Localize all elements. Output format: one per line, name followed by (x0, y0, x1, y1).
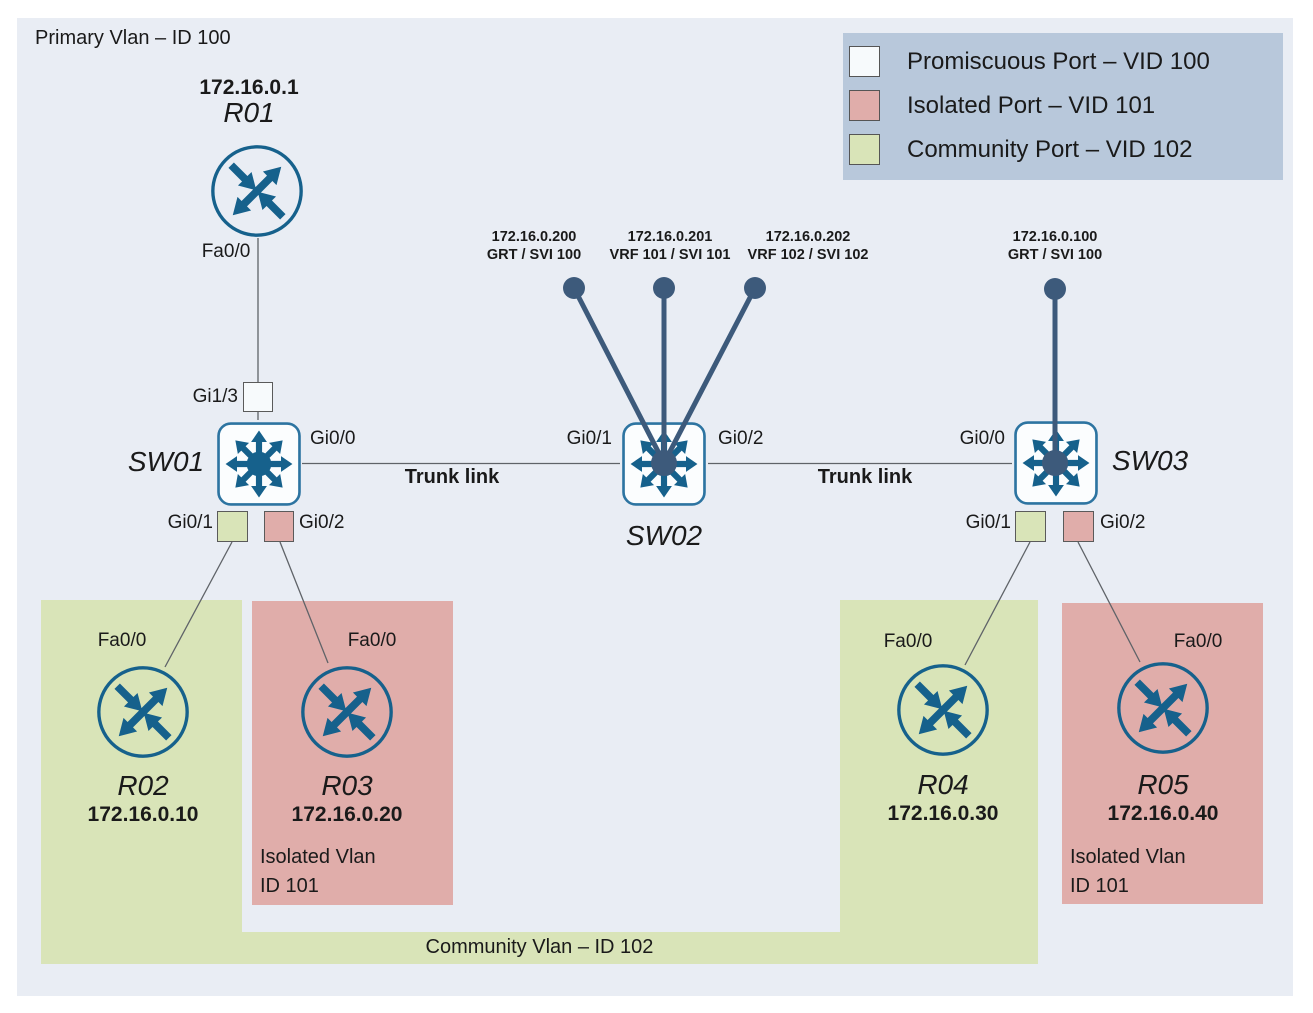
r01-ip: 172.16.0.1 (199, 76, 299, 99)
r03-interface-label: Fa0/0 (347, 630, 397, 651)
r05-name: R05 (1137, 769, 1189, 800)
sw03-community-port-square (1015, 511, 1046, 542)
svi-label-200: 172.16.0.200 GRT / SVI 100 (459, 228, 609, 264)
sw01-port-gi00-label: Gi0/0 (310, 428, 356, 449)
sw03-port-gi01-label: Gi0/1 (965, 512, 1011, 533)
legend-row-promiscuous: Promiscuous Port – VID 100 (843, 46, 1283, 77)
sw03-switch-icon (1012, 419, 1100, 507)
legend: Promiscuous Port – VID 100 Isolated Port… (843, 33, 1283, 180)
r04-interface-label: Fa0/0 (883, 631, 933, 652)
sw03-name: SW03 (1111, 445, 1189, 476)
r01-router-icon (209, 143, 305, 239)
svi-ip: 172.16.0.202 (765, 229, 851, 245)
sw01-port-gi13-label: Gi1/3 (192, 386, 238, 407)
isolated-vlan-text-right-line1: Isolated Vlan (1070, 846, 1186, 868)
sw01-switch-icon (215, 420, 303, 508)
svi-desc: GRT / SVI 100 (1007, 247, 1103, 263)
sw01-name: SW01 (127, 446, 205, 477)
trunk-link-label-right: Trunk link (817, 466, 913, 488)
r02-ip: 172.16.0.10 (87, 803, 199, 826)
r02-router-icon (95, 664, 191, 760)
legend-row-isolated: Isolated Port – VID 101 (843, 90, 1283, 121)
svi-ip: 172.16.0.200 (491, 229, 577, 245)
isolated-vlan-text-left-line2: ID 101 (260, 875, 319, 897)
r05-ip: 172.16.0.40 (1107, 802, 1219, 825)
r04-ip: 172.16.0.30 (887, 802, 999, 825)
sw02-port-gi02-label: Gi0/2 (718, 428, 764, 449)
isolated-vlan-text-left-line1: Isolated Vlan (260, 846, 376, 868)
isolated-swatch-icon (849, 90, 880, 121)
svi-ip: 172.16.0.100 (1012, 229, 1098, 245)
sw01-port-gi02-label: Gi0/2 (299, 512, 345, 533)
sw01-port-gi01-label: Gi0/1 (167, 512, 213, 533)
isolated-vlan-text-right-line2: ID 101 (1070, 875, 1129, 897)
svi-label-100: 172.16.0.100 GRT / SVI 100 (980, 228, 1130, 264)
r01-interface-label: Fa0/0 (201, 241, 251, 262)
r03-ip: 172.16.0.20 (291, 803, 403, 826)
sw01-promiscuous-port-square (243, 382, 273, 412)
legend-label: Isolated Port – VID 101 (907, 91, 1156, 119)
sw02-port-gi01-label: Gi0/1 (566, 428, 612, 449)
sw02-name: SW02 (625, 520, 703, 551)
r02-interface-label: Fa0/0 (97, 630, 147, 651)
r03-router-icon (299, 664, 395, 760)
svi-label-202: 172.16.0.202 VRF 102 / SVI 102 (733, 228, 883, 264)
r05-router-icon (1115, 660, 1211, 756)
trunk-link-label-left: Trunk link (404, 466, 500, 488)
sw03-isolated-port-square (1063, 511, 1094, 542)
sw02-switch-icon (620, 420, 708, 508)
r05-interface-label: Fa0/0 (1173, 631, 1223, 652)
sw01-community-port-square (217, 511, 248, 542)
r04-name: R04 (917, 769, 969, 800)
svi-ip: 172.16.0.201 (627, 229, 713, 245)
svi-desc: GRT / SVI 100 (486, 247, 582, 263)
r02-name: R02 (117, 770, 169, 801)
svi-desc: VRF 101 / SVI 101 (609, 247, 731, 263)
promiscuous-swatch-icon (849, 46, 880, 77)
sw03-port-gi00-label: Gi0/0 (959, 428, 1005, 449)
community-vlan-band (41, 932, 1038, 964)
sw01-isolated-port-square (264, 511, 294, 542)
sw03-port-gi02-label: Gi0/2 (1100, 512, 1146, 533)
legend-row-community: Community Port – VID 102 (843, 134, 1283, 165)
community-swatch-icon (849, 134, 880, 165)
r03-name: R03 (321, 770, 373, 801)
svi-label-201: 172.16.0.201 VRF 101 / SVI 101 (595, 228, 745, 264)
svi-desc: VRF 102 / SVI 102 (747, 247, 869, 263)
community-vlan-text: Community Vlan – ID 102 (425, 936, 654, 958)
legend-label: Community Port – VID 102 (907, 135, 1193, 163)
r04-router-icon (895, 662, 991, 758)
legend-label: Promiscuous Port – VID 100 (907, 47, 1210, 75)
page-title: Primary Vlan – ID 100 (35, 27, 231, 49)
r01-name: R01 (223, 97, 275, 128)
